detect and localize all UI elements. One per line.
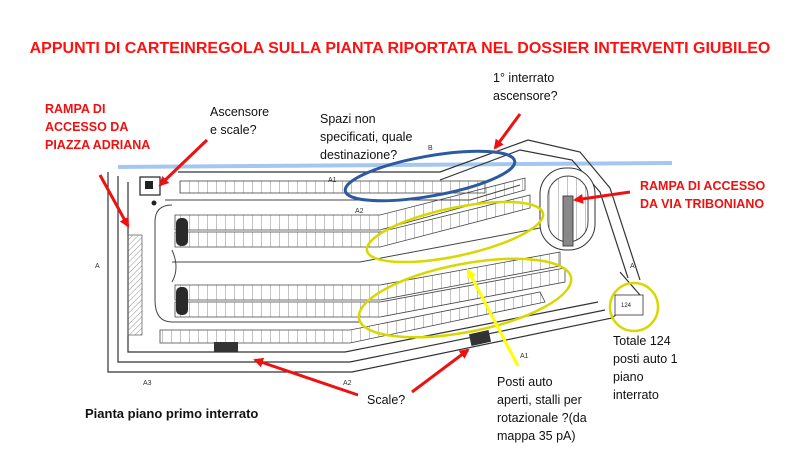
dark-block-upper xyxy=(176,218,188,246)
triboniano-ramp xyxy=(539,167,596,251)
note-total: Totale 124 posti auto 1 piano interrato xyxy=(613,334,678,402)
axis-a3: A3 xyxy=(143,380,152,387)
label-ramp-triboniano: RAMPA DI ACCESSO DA VIA TRIBONIANO xyxy=(640,179,766,211)
olive-ellipse-upper xyxy=(365,200,545,264)
parking-row-4 xyxy=(159,291,546,344)
blue-ellipse xyxy=(343,149,517,203)
annotation-arrows xyxy=(98,113,631,397)
note-stairs: Scale? xyxy=(367,393,406,407)
olive-ellipse-lower xyxy=(357,257,573,339)
parking-row-2 xyxy=(174,177,531,248)
count-label: 124 xyxy=(621,303,632,309)
bottom-stairs-block xyxy=(214,342,238,352)
driving-aisles xyxy=(154,184,541,323)
axis-a-left: A xyxy=(95,263,100,270)
arrow-stairs-right xyxy=(411,348,470,394)
dark-block-lower xyxy=(176,287,188,315)
olive-circle-total xyxy=(608,281,660,333)
note-elevator-stairs: Ascensore e scale? xyxy=(210,105,270,137)
note-open-spaces: Posti auto aperti, stalli per rotazional… xyxy=(497,375,587,443)
note-first-basement: 1° interrato ascensore? xyxy=(493,71,558,103)
arrow-first-basement xyxy=(493,113,522,150)
axis-a1-right: A1 xyxy=(520,353,529,360)
plan-caption: Pianta piano primo interrato xyxy=(85,406,259,421)
page-title: APPUNTI DI CARTEINREGOLA SULLA PIANTA RI… xyxy=(29,40,771,57)
axis-a1-left: A1 xyxy=(328,177,337,184)
arrow-adriana xyxy=(98,174,130,228)
arrow-open-spaces xyxy=(466,268,520,367)
arrow-elevator-stairs xyxy=(158,138,209,187)
axis-a2-bottom: A2 xyxy=(343,380,352,387)
label-ramp-adriana: RAMPA DI ACCESSO DA PIAZZA ADRIANA xyxy=(45,102,151,152)
arrow-triboniano xyxy=(573,190,631,204)
axis-a-right: A xyxy=(630,263,635,270)
axis-b: B xyxy=(428,145,433,152)
note-unspecified-spaces: Spazi non specificati, quale destinazion… xyxy=(320,112,413,162)
water-line xyxy=(117,161,673,169)
left-ramp-strip xyxy=(127,234,143,336)
axis-a2: A2 xyxy=(355,208,364,215)
parking-row-1 xyxy=(179,180,486,194)
arrow-stairs-left xyxy=(253,357,359,397)
